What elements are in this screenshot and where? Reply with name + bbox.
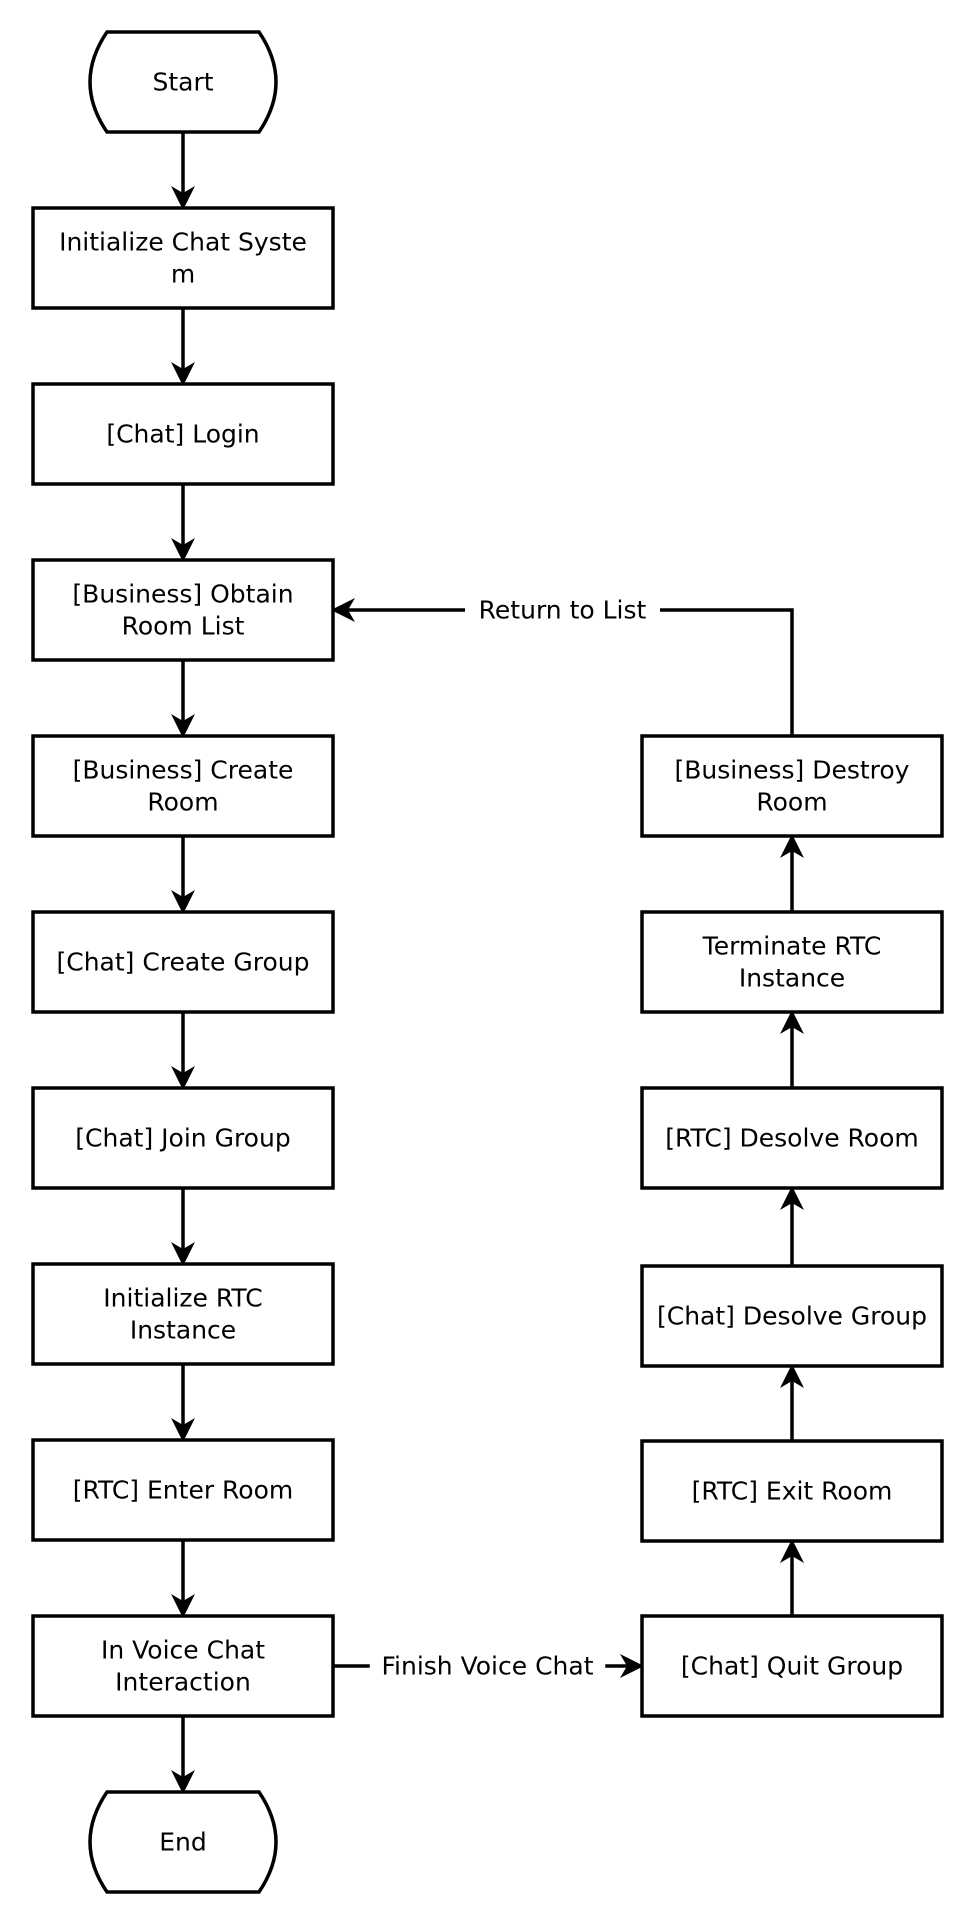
node-label: Instance [739,964,845,993]
node-start: Start [88,30,278,134]
node-init-chat: Initialize Chat Syste m [31,206,335,310]
process-box [31,206,335,310]
terminal-shape [88,1790,278,1894]
process-box [640,910,944,1014]
node-label: In Voice Chat [101,1636,265,1665]
process-box [640,1614,944,1718]
node-label: Room [147,788,218,817]
node-join-group: [Chat] Join Group [31,1086,335,1190]
node-label: m [171,260,195,289]
node-label: Interaction [115,1668,251,1697]
process-box [31,382,335,486]
node-label: [Business] Obtain [72,580,293,609]
node-label: [Chat] Quit Group [681,1652,903,1681]
node-desolve-room: [RTC] Desolve Room [640,1086,944,1190]
node-label: [Business] Create [73,756,294,785]
node-terminate-rtc: Terminate RTC Instance [640,910,944,1014]
edge-label: Return to List [479,596,647,625]
process-box [31,1262,335,1366]
node-label: [RTC] Exit Room [692,1477,893,1506]
node-label: Room [756,788,827,817]
node-label: [Chat] Join Group [75,1124,290,1153]
node-label: [RTC] Enter Room [73,1476,294,1505]
edge-label-background [369,1650,606,1682]
process-box [640,1086,944,1190]
process-box [31,558,335,662]
process-box [31,1614,335,1718]
node-enter-room: [RTC] Enter Room [31,1438,335,1542]
node-init-rtc: Initialize RTC Instance [31,1262,335,1366]
node-label: Start [152,68,213,97]
node-label: Room List [122,612,245,641]
edge-label-background [465,594,660,626]
node-label: Instance [130,1316,236,1345]
node-label: Initialize Chat Syste [59,228,307,257]
node-desolve-group: [Chat] Desolve Group [640,1264,944,1368]
edge-voice-chat-to-quit-group: Finish Voice Chat [333,1650,644,1682]
edge-label: Finish Voice Chat [381,1652,593,1681]
process-box [31,910,335,1014]
process-box [640,734,944,838]
edge-destroy-room-to-obtain-room-list: Return to List [331,594,794,736]
node-label: [Chat] Desolve Group [657,1302,927,1331]
process-box [31,1438,335,1542]
node-label: Terminate RTC [702,932,882,961]
connector-arrow [331,598,794,736]
node-end: End [88,1790,278,1894]
node-label: End [159,1828,207,1857]
node-label: [Chat] Login [106,420,259,449]
node-label: [RTC] Desolve Room [665,1124,918,1153]
node-quit-group: [Chat] Quit Group [640,1614,944,1718]
node-create-group: [Chat] Create Group [31,910,335,1014]
process-box [640,1439,944,1543]
process-box [31,734,335,838]
edges-layer: Finish Voice Chat Return to List [171,132,804,1794]
node-label: [Chat] Create Group [56,948,309,977]
node-chat-login: [Chat] Login [31,382,335,486]
process-box [640,1264,944,1368]
process-box [31,1086,335,1190]
terminal-shape [88,30,278,134]
node-exit-room: [RTC] Exit Room [640,1439,944,1543]
node-label: [Business] Destroy [675,756,910,785]
node-label: Initialize RTC [103,1284,262,1313]
